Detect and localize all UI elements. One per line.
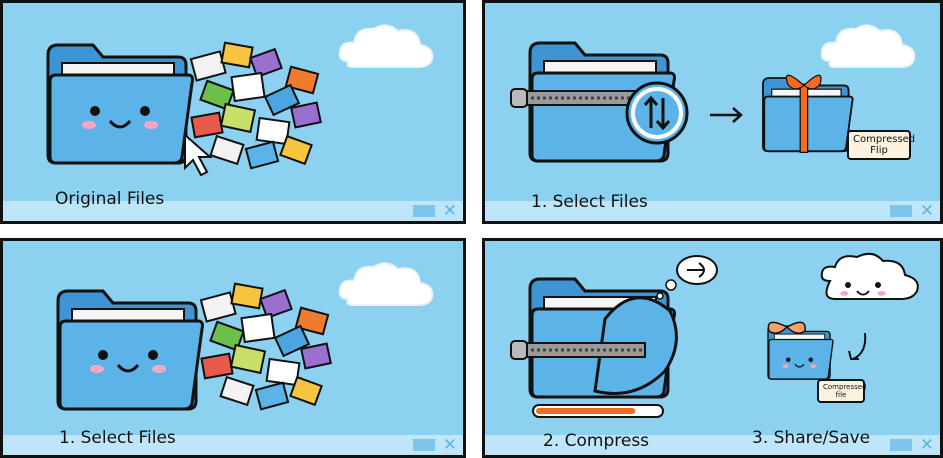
refresh-icon (625, 81, 689, 145)
folder-icon (46, 43, 194, 165)
panel-original-files: ✕ Original Files (0, 0, 466, 224)
cloud-icon (338, 24, 434, 69)
minimize-button[interactable] (890, 439, 912, 451)
compress-share-illustration (509, 252, 919, 418)
panel-compress-share: Compressed file ✕ 2. Compress 3. Share/S… (482, 238, 943, 458)
bow-icon (767, 321, 806, 334)
window-status-bar (485, 201, 940, 221)
close-button[interactable]: ✕ (442, 435, 457, 455)
papers-pile-icon (189, 41, 322, 170)
minimize-button[interactable] (890, 205, 912, 217)
compressed-file-tag: Compressed file (817, 379, 867, 403)
panel-select-files: ✕ 1. Select Files (0, 238, 466, 458)
minimize-button[interactable] (413, 439, 435, 451)
original-files-illustration (46, 24, 434, 177)
cloud-icon (338, 262, 434, 306)
window-status-bar (3, 435, 463, 455)
progress-bar-fill (536, 408, 636, 414)
cloud-icon (820, 24, 916, 69)
arrow-down-icon (848, 332, 867, 360)
select-files-illustration (56, 262, 434, 411)
zipper-icon (509, 339, 647, 361)
happy-cloud-icon (820, 252, 919, 300)
panel-select-files-compressed: Compressed Flip ✕ 1. Select Files (482, 0, 943, 224)
folder-icon (56, 289, 204, 411)
minimize-button[interactable] (413, 205, 435, 217)
arrow-right-icon (710, 107, 743, 123)
compressed-file-tag: Compressed Flip (847, 130, 915, 160)
zipper-icon (509, 87, 647, 109)
close-button[interactable]: ✕ (442, 201, 457, 221)
bow-icon (785, 74, 822, 90)
panel-caption: Original Files (55, 189, 165, 209)
papers-pile-icon (199, 282, 332, 411)
compress-caption: 2. Compress (543, 431, 650, 451)
shared-folder-icon (767, 325, 834, 380)
close-button[interactable]: ✕ (919, 201, 934, 221)
cursor-icon (184, 132, 213, 177)
window-status-bar (3, 201, 463, 221)
panel-caption: 1. Select Files (59, 428, 176, 448)
window-status-bar (485, 435, 940, 455)
share-save-caption: 3. Share/Save (752, 428, 871, 448)
close-button[interactable]: ✕ (919, 435, 934, 455)
panel-caption: 1. Select Files (531, 192, 648, 212)
compression-illustration (509, 24, 916, 163)
